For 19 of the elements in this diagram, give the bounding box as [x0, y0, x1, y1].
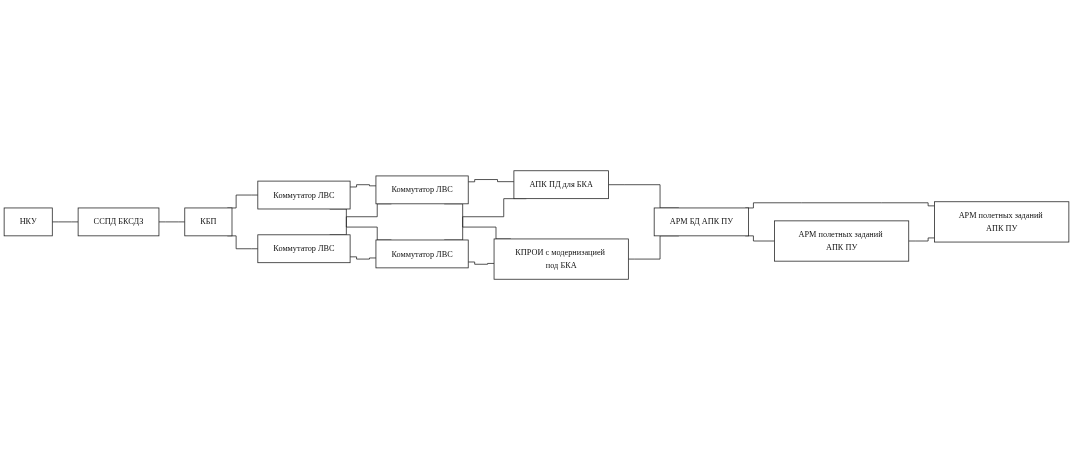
node-box: АРМ полетных заданий АПК ПУ [774, 220, 910, 262]
connector [467, 261, 495, 265]
node-box: ССПД БКСДЗ [77, 207, 160, 237]
node-box: НКУ [3, 207, 53, 237]
node-box: АРМ БД АПК ПУ [653, 207, 749, 237]
node-box: КБП [184, 207, 233, 237]
node-box: КПРОИ с модернизацией под БКА [493, 238, 629, 280]
connector [349, 184, 377, 188]
connector [51, 221, 79, 223]
connector [467, 179, 515, 183]
node-box: АРМ полетных заданий АПК ПУ [934, 201, 1070, 243]
node-box: Коммутатор ЛВС [257, 234, 351, 264]
connector [908, 237, 935, 242]
connector [349, 256, 377, 260]
node-box: Коммутатор ЛВС [257, 180, 351, 210]
node-box: Коммутатор ЛВС [375, 175, 469, 205]
node-box: АПК ПД для БКА [513, 170, 609, 200]
node-box: Коммутатор ЛВС [375, 239, 469, 269]
connector [158, 221, 186, 223]
